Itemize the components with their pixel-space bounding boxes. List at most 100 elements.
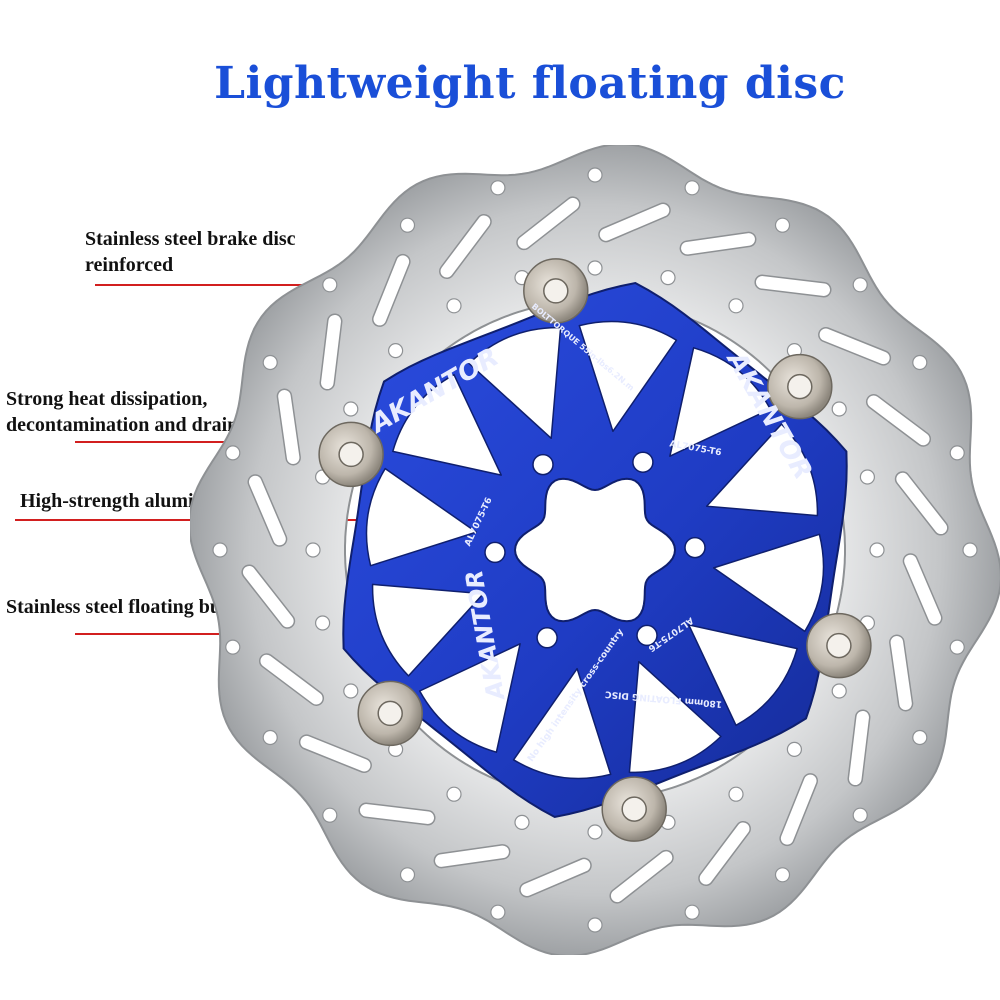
callout-rotor-line1: Stainless steel brake disc (85, 228, 296, 250)
rotor-hole (859, 469, 875, 485)
rotor-holes (212, 167, 978, 933)
carrier-cutout (371, 583, 485, 677)
rotor-hole (852, 807, 868, 823)
bolt-hole (484, 541, 506, 564)
floating-buckles (318, 258, 872, 842)
floating-buckle (806, 612, 872, 679)
rotor-slot (247, 474, 288, 547)
rotor-hole (774, 217, 791, 233)
rotor-slot (754, 274, 832, 298)
rotor-hole (225, 639, 241, 655)
carrier-cutouts (365, 320, 825, 780)
rotor-hole (962, 542, 978, 558)
rotor-hole (684, 180, 700, 196)
rotor-hole (831, 683, 847, 699)
callout-heat-line1: Strong heat dissipation, (6, 388, 208, 410)
rotor-hole (587, 824, 603, 840)
floating-buckle (767, 353, 833, 420)
rotor-hole (728, 786, 744, 802)
rotor-hole (490, 180, 506, 196)
rotor-slots (241, 196, 949, 904)
center-bolt-holes (484, 451, 706, 649)
rotor-slot (358, 802, 436, 826)
rotor-hole (912, 354, 928, 371)
rotor-hole (322, 807, 338, 823)
rotor-hole (587, 260, 603, 276)
rotor-hole (225, 445, 241, 461)
rotor-slot (889, 634, 914, 712)
rotor-slot (865, 394, 932, 447)
rotor-hole (728, 298, 744, 314)
rotor-slot (276, 388, 301, 466)
rotor-hole (446, 298, 462, 314)
rotor-hole (315, 615, 331, 631)
rotor-slot (319, 313, 343, 391)
rotor-hole (949, 445, 965, 461)
rotor-hole (322, 277, 338, 293)
callout-heat-leader (75, 441, 250, 443)
carrier-cutout (392, 373, 502, 476)
bolt-hole (684, 536, 706, 559)
carrier-cutout (628, 660, 722, 774)
bolt-hole (532, 453, 554, 476)
rotor-hole (684, 904, 700, 920)
rotor-slot (818, 326, 892, 366)
rotor-hole (446, 786, 462, 802)
rotor-hole (343, 683, 359, 699)
rotor-hole (262, 354, 278, 371)
rotor-slot (847, 709, 871, 787)
rotor-hole (949, 639, 965, 655)
rotor-hole (343, 401, 359, 417)
carrier-cutout (418, 643, 521, 753)
rotor-slot (609, 849, 674, 904)
floating-buckle (601, 776, 667, 842)
rotor-slot (371, 253, 411, 327)
callout-buckle-leader (75, 633, 330, 635)
rotor-hole (869, 542, 885, 558)
bolt-hole (536, 627, 558, 649)
bolt-hole (632, 451, 654, 473)
rotor-hole (490, 904, 506, 920)
rotor-hole (399, 867, 416, 883)
rotor-slot (679, 231, 757, 256)
rotor-hole (514, 814, 530, 830)
rotor-slot (698, 820, 751, 887)
callout-buckle: Stainless steel floating buckle (6, 594, 255, 620)
carrier-cutout (705, 423, 819, 517)
rotor-hole (786, 741, 802, 757)
carrier-cutout (512, 667, 612, 780)
rotor-hole (660, 270, 676, 286)
carrier-cutout (365, 467, 478, 567)
rotor-slot (439, 213, 492, 280)
rotor-slot (298, 734, 372, 774)
callout-rotor-leader (95, 284, 350, 286)
floating-buckle (523, 258, 589, 324)
rotor-slot (779, 773, 819, 847)
rotor-hole (262, 729, 278, 746)
rotor-hole (912, 729, 928, 746)
rotor-hole (388, 343, 404, 359)
rotor-slot (598, 202, 671, 243)
callout-rotor-line2: reinforced (85, 254, 174, 276)
carrier-cutout (688, 624, 798, 727)
rotor-slot (433, 844, 511, 869)
rotor-slot (241, 564, 296, 629)
rotor-hole (852, 277, 868, 293)
rotor-hole (587, 917, 603, 933)
callout-buckle-line1: Stainless steel floating buckle (6, 596, 256, 618)
rotor-slot (519, 857, 592, 898)
floating-buckle (357, 680, 423, 747)
rotor-hole (305, 542, 321, 558)
carrier-cutout (578, 320, 678, 433)
carrier-cutout (669, 347, 772, 457)
rotor-hole (212, 542, 228, 558)
rotor-hole (399, 217, 416, 233)
callout-rotor: Stainless steel brake disc reinforced (85, 226, 296, 278)
floating-buckle (318, 421, 384, 488)
rotor-hole (587, 167, 603, 183)
rotor-slot (516, 196, 581, 251)
rotor-slot (894, 471, 949, 536)
page-title: Lightweight floating disc (214, 58, 846, 109)
rotor-slot (902, 553, 943, 626)
brake-disc-image: AKANTOR AKANTOR AKANTOR BOLTTORQUE 55in-… (190, 145, 1000, 955)
